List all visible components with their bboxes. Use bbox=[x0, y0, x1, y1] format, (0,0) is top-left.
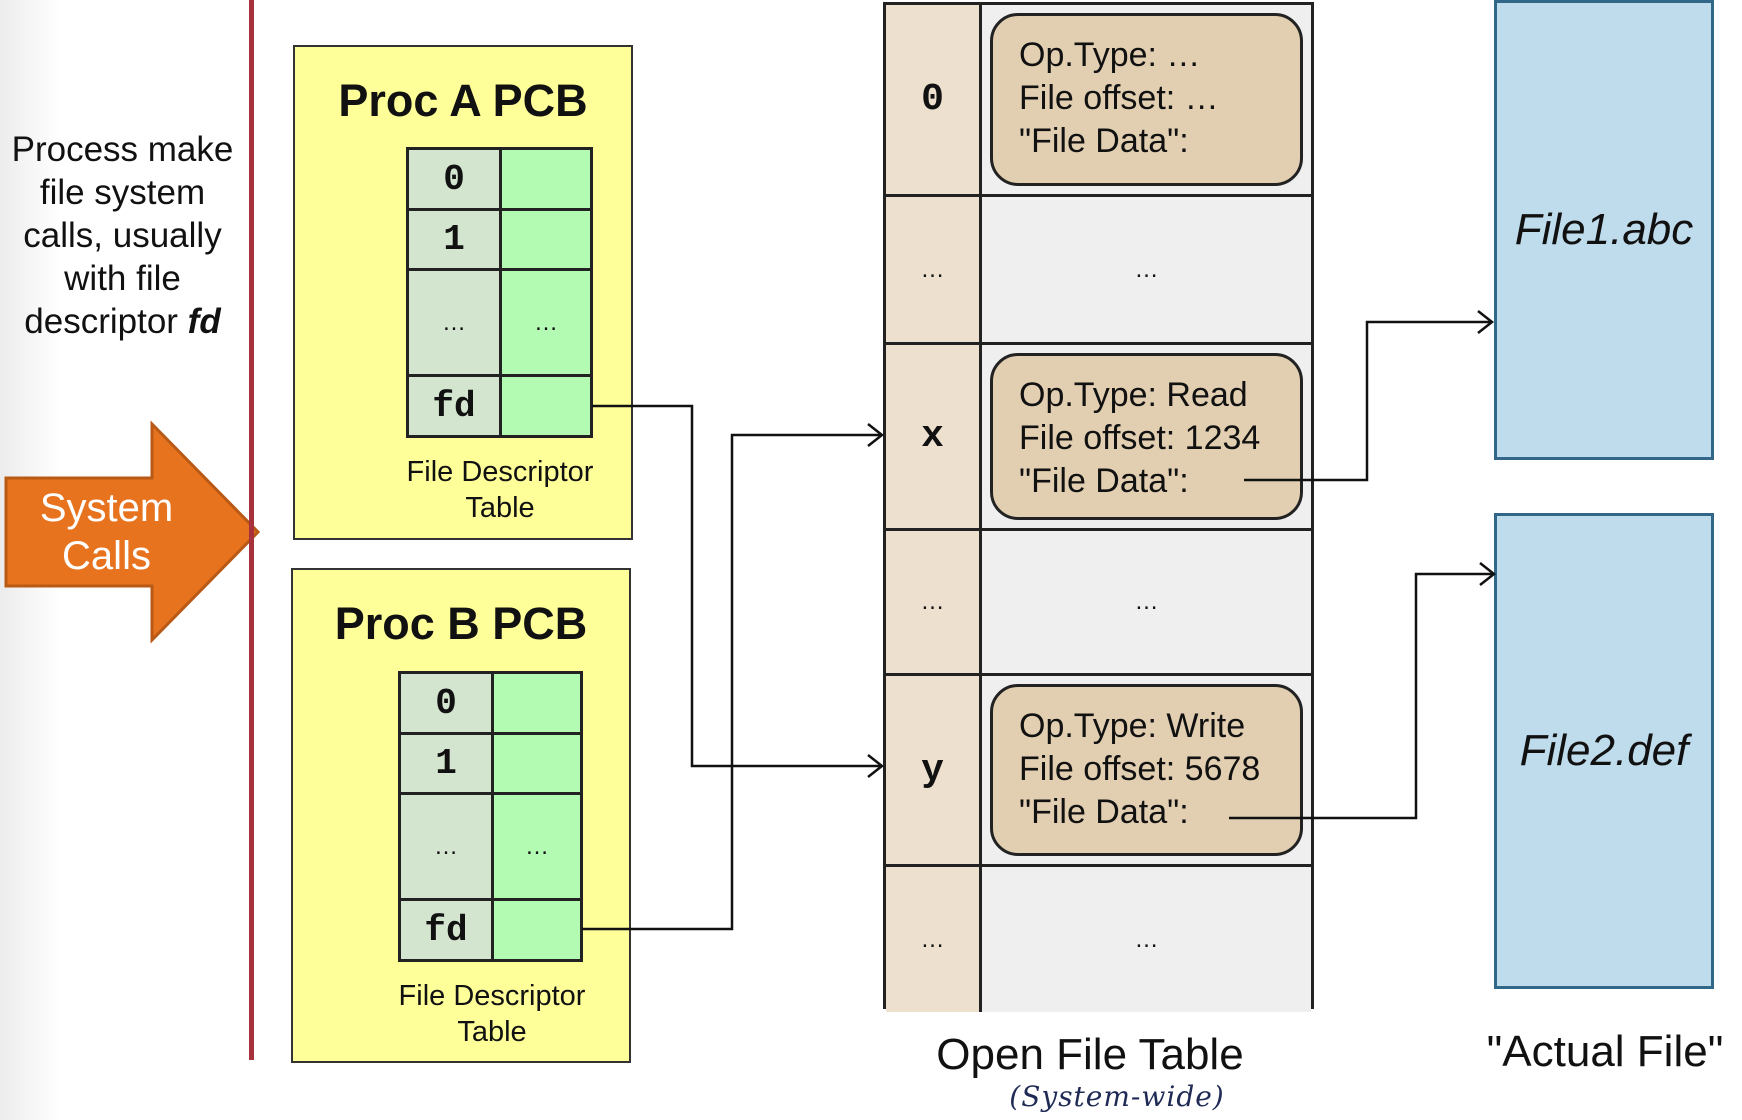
fd-pointer bbox=[502, 150, 590, 208]
oft-row: … … bbox=[886, 194, 1311, 342]
fd-pointer bbox=[494, 674, 580, 732]
fd-index: fd bbox=[401, 901, 494, 959]
x-data-to-file1-wire bbox=[1244, 320, 1490, 482]
open-file-entry: Op.Type: Write File offset: 5678 "File D… bbox=[990, 684, 1303, 856]
caption-line: File Descriptor bbox=[398, 980, 586, 1012]
file2-box: File2.def bbox=[1494, 513, 1714, 989]
oft-body: … bbox=[982, 197, 1311, 342]
open-file-entry: Op.Type: … File offset: … "File Data": bbox=[990, 13, 1303, 186]
process-note: Process make file system calls, usually … bbox=[0, 128, 245, 343]
fd-index: 0 bbox=[401, 674, 494, 732]
arrowhead bbox=[1479, 562, 1497, 586]
fd-pointer: … bbox=[494, 795, 580, 898]
oft-body: Op.Type: Read File offset: 1234 "File Da… bbox=[982, 345, 1311, 528]
op-type: Op.Type: … bbox=[1019, 36, 1201, 74]
oft-row: … … bbox=[886, 864, 1311, 1012]
note-line: with file bbox=[64, 259, 181, 298]
oft-body: … bbox=[982, 867, 1311, 1012]
file-offset: File offset: 1234 bbox=[1019, 419, 1261, 457]
y-data-to-file2-wire bbox=[1229, 572, 1492, 820]
fd-row: 1 bbox=[409, 208, 590, 268]
note-line: file system bbox=[39, 173, 206, 212]
oft-index: y bbox=[886, 676, 982, 864]
actual-file-label: "Actual File" bbox=[1486, 1027, 1724, 1076]
file-data: "File Data": bbox=[1019, 122, 1189, 160]
oft-index: … bbox=[886, 531, 982, 673]
fd-row: 0 bbox=[401, 674, 580, 732]
fd-index: 1 bbox=[409, 211, 502, 268]
caption-line: Table bbox=[465, 492, 535, 524]
label-line: System bbox=[39, 486, 174, 530]
fd-row: fd bbox=[401, 898, 580, 959]
fd-row: 1 bbox=[401, 732, 580, 792]
pcb-title: Proc A PCB bbox=[338, 75, 588, 126]
fd-index: … bbox=[401, 795, 494, 898]
file1-box: File1.abc bbox=[1494, 0, 1714, 460]
note-line: calls, usually bbox=[23, 216, 222, 255]
fd-index: fd bbox=[409, 377, 502, 435]
system-wide-note: (System-wide) bbox=[1009, 1080, 1225, 1113]
caption-line: File Descriptor bbox=[406, 456, 594, 488]
fd-index: 0 bbox=[409, 150, 502, 208]
oft-body: Op.Type: Write File offset: 5678 "File D… bbox=[982, 676, 1311, 864]
fd-pointer bbox=[502, 211, 590, 268]
fd-index: … bbox=[409, 271, 502, 374]
fd-table-caption: File Descriptor Table bbox=[385, 454, 615, 526]
note-line: Process make bbox=[11, 130, 234, 169]
fd-table: 0 1 … … fd bbox=[398, 671, 583, 962]
fd-table: 0 1 … … fd bbox=[406, 147, 593, 438]
fd-row: … … bbox=[409, 268, 590, 374]
oft-index: … bbox=[886, 197, 982, 342]
file-offset: File offset: 5678 bbox=[1019, 750, 1261, 788]
file-data: "File Data": bbox=[1019, 462, 1189, 500]
open-file-table-title: Open File Table bbox=[936, 1030, 1244, 1079]
oft-body: Op.Type: … File offset: … "File Data": bbox=[982, 5, 1311, 194]
op-type: Op.Type: Write bbox=[1019, 707, 1246, 745]
arrowhead bbox=[1477, 310, 1495, 334]
note-text: descriptor bbox=[24, 302, 188, 341]
file-offset: File offset: … bbox=[1019, 79, 1219, 117]
oft-index: … bbox=[886, 867, 982, 1012]
fd-pointer bbox=[494, 901, 580, 959]
arrowhead bbox=[867, 754, 885, 778]
fd-row: … … bbox=[401, 792, 580, 898]
system-calls-label: System Calls bbox=[14, 484, 199, 580]
caption-line: Table bbox=[457, 1016, 527, 1048]
open-file-entry: Op.Type: Read File offset: 1234 "File Da… bbox=[990, 353, 1303, 520]
proc-b-fd-to-x-wire bbox=[582, 433, 880, 931]
pcb-title: Proc B PCB bbox=[334, 598, 588, 649]
oft-index: 0 bbox=[886, 5, 982, 194]
kernel-boundary-line bbox=[249, 0, 254, 1060]
note-line: descriptor fd bbox=[0, 300, 245, 343]
oft-row: … … bbox=[886, 528, 1311, 673]
oft-row: 0 Op.Type: … File offset: … "File Data": bbox=[886, 5, 1311, 194]
label-line: Calls bbox=[62, 534, 151, 578]
fd-pointer bbox=[494, 735, 580, 792]
open-file-table: 0 Op.Type: … File offset: … "File Data":… bbox=[883, 2, 1314, 1012]
proc-b-pcb: Proc B PCB 0 1 … … fd File Descriptor Ta… bbox=[291, 568, 631, 1063]
fd-row: 0 bbox=[409, 150, 590, 208]
system-calls-arrow bbox=[4, 420, 261, 644]
fd-table-caption: File Descriptor Table bbox=[377, 978, 607, 1050]
proc-a-pcb: Proc A PCB 0 1 … … fd File Descriptor Ta… bbox=[293, 45, 633, 540]
arrowhead bbox=[867, 423, 885, 447]
file-data: "File Data": bbox=[1019, 793, 1189, 831]
oft-body: … bbox=[982, 531, 1311, 673]
oft-index: x bbox=[886, 345, 982, 528]
fd-pointer bbox=[502, 377, 590, 435]
oft-row: x Op.Type: Read File offset: 1234 "File … bbox=[886, 342, 1311, 528]
fd-pointer: … bbox=[502, 271, 590, 374]
fd-index: 1 bbox=[401, 735, 494, 792]
op-type: Op.Type: Read bbox=[1019, 376, 1248, 414]
oft-row: y Op.Type: Write File offset: 5678 "File… bbox=[886, 673, 1311, 864]
fd-row: fd bbox=[409, 374, 590, 435]
fd-emphasis: fd bbox=[187, 302, 221, 341]
proc-a-fd-to-y-wire bbox=[592, 404, 880, 768]
